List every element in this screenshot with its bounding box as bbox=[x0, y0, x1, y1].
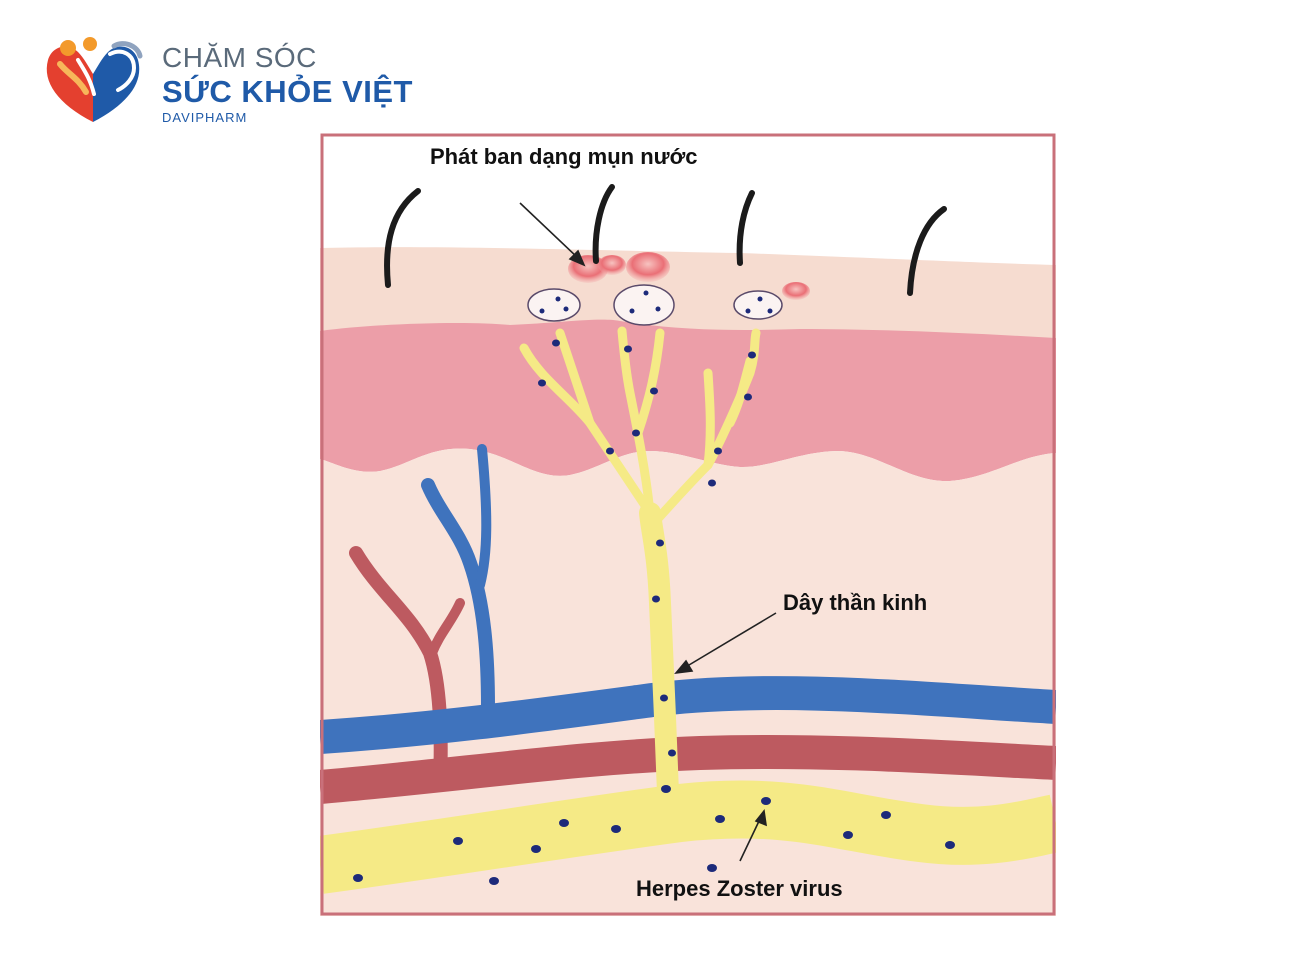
dermis-layer bbox=[320, 319, 1056, 482]
hair bbox=[907, 206, 947, 296]
nerve-fiber bbox=[555, 328, 595, 428]
skin-diagram-svg bbox=[320, 133, 1056, 916]
vesicle-pocket bbox=[527, 288, 581, 322]
diagram-frame bbox=[320, 133, 1056, 916]
hair bbox=[384, 188, 421, 288]
nerve-fiber bbox=[639, 502, 679, 804]
rash-leader-line bbox=[519, 202, 579, 259]
nerve-fiber bbox=[725, 356, 755, 428]
vesicle-pocket bbox=[733, 290, 783, 320]
brand-logo-icon bbox=[46, 37, 143, 122]
rash-label: Phát ban dạng mụn nước bbox=[430, 144, 698, 169]
vein-branch bbox=[421, 478, 495, 714]
epidermis-layer bbox=[320, 247, 1056, 338]
blister bbox=[626, 252, 670, 282]
blister bbox=[782, 282, 810, 300]
hair bbox=[592, 184, 615, 264]
virus-label: Herpes Zoster virus bbox=[636, 876, 843, 901]
skin-cross-section-diagram bbox=[320, 133, 1056, 916]
nerve-fiber bbox=[633, 328, 665, 438]
brand-title-line2: SỨC KHỎE VIỆT bbox=[162, 74, 413, 109]
hair bbox=[736, 190, 755, 266]
blister bbox=[598, 255, 626, 275]
nerve-arrowhead bbox=[674, 659, 694, 675]
rash-arrowhead bbox=[568, 249, 586, 267]
nerve-trunk bbox=[320, 780, 1056, 894]
nerve-fiber bbox=[703, 368, 715, 470]
virus-leader-line bbox=[739, 818, 761, 862]
virus-arrowhead bbox=[754, 809, 767, 827]
nerve-fiber bbox=[617, 326, 655, 518]
brand-subtitle: DAVIPHARM bbox=[162, 110, 248, 125]
vesicle-pocket bbox=[613, 284, 675, 326]
virus-particles bbox=[353, 339, 955, 885]
nerve-label: Dây thần kinh bbox=[783, 590, 928, 615]
brand-header: CHĂM SÓC SỨC KHỎE VIỆT DAVIPHARM bbox=[38, 34, 418, 126]
vein-branch bbox=[475, 444, 492, 590]
nerve-fiber bbox=[649, 328, 761, 528]
artery-branch bbox=[427, 598, 465, 658]
artery bbox=[320, 734, 1056, 804]
brand-title-line1: CHĂM SÓC bbox=[162, 42, 317, 73]
nerve-leader-line bbox=[683, 612, 777, 669]
